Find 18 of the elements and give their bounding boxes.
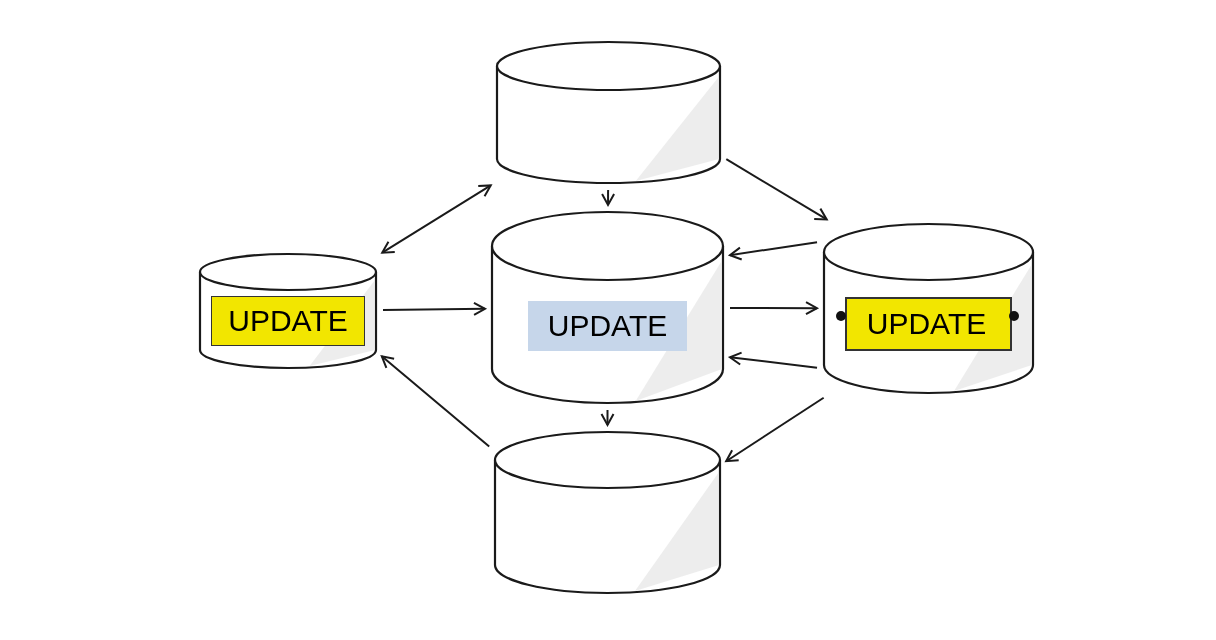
arrow [381,184,492,254]
arrow [725,396,825,463]
arrow [600,409,615,426]
highlighted-label: UPDATE [211,296,365,346]
arrow [728,351,819,369]
database-cylinder [490,210,725,405]
database-cylinder [198,252,378,370]
tag-label: UPDATE [844,296,1013,351]
arrow [729,301,818,316]
database-cylinder [495,40,722,185]
arrow [725,158,828,221]
arrow [380,355,491,448]
arrow [728,241,819,261]
highlighted-label: UPDATE [527,300,688,351]
arrow [382,301,486,316]
database-cylinder [822,222,1035,395]
database-cylinder [493,430,722,595]
arrow [601,189,616,206]
